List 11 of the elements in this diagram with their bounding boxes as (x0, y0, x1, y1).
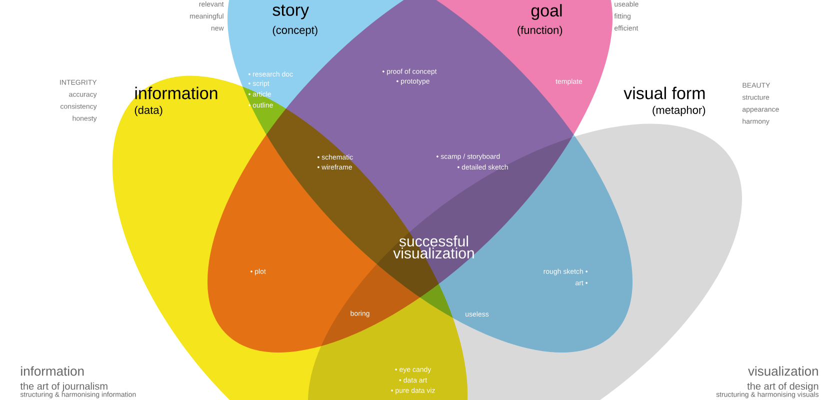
lobe-title: goal (531, 4, 562, 20)
lobe-subtitle: (function) (518, 26, 562, 36)
footer-text: information (21, 366, 84, 376)
lobe-subtitle: (concept) (272, 26, 318, 36)
footer-text: visualization (748, 366, 818, 376)
footer-text: the art of design (747, 382, 818, 392)
lobe-title: story (272, 4, 310, 20)
lobe-subtitle: (metaphor) (652, 106, 706, 116)
footer-text: the art of journalism (20, 382, 108, 392)
lobe-subtitle: (data) (134, 106, 162, 116)
lobe-title: visual form (624, 86, 705, 100)
